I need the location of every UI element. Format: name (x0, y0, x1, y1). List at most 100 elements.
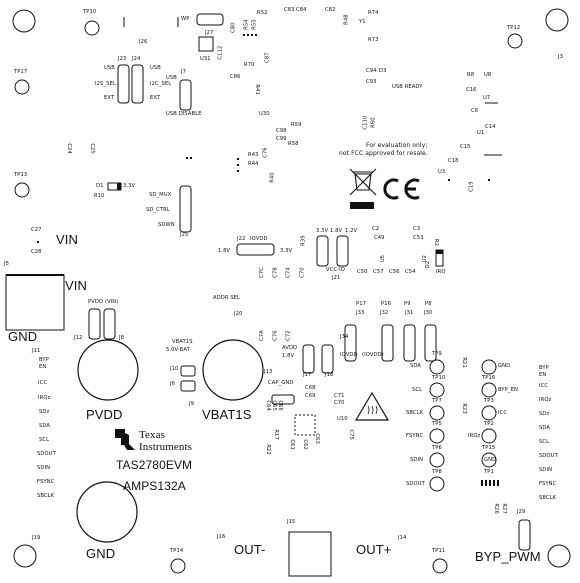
fcc-line2: not FCC approved for resale. (339, 150, 428, 157)
refdes-c25: C25 (88, 143, 95, 154)
addr-sel-label: ADDR SEL (213, 295, 241, 301)
refdes-c70b: C70 (334, 400, 345, 406)
pvdd-label: PVDD (86, 407, 123, 422)
iovdd-label: IOVDD (340, 352, 358, 358)
j6-label: J6 (170, 381, 176, 387)
refdes-r39: R39 (300, 235, 307, 246)
company-line2: Instruments (139, 441, 193, 453)
v33b-label: 3.3V (316, 228, 329, 234)
j17-label: J17 (303, 372, 312, 378)
refdes-r8: R8 (467, 72, 475, 78)
tp6-label: TP6 (432, 445, 442, 451)
refdes-u31: U31 (200, 56, 211, 62)
j5-label: J5 (4, 261, 10, 267)
tp15-label: TP15 (482, 445, 496, 451)
tp-sig-sdout: SDOUT (406, 481, 425, 487)
refdes-c82: C82 (325, 7, 336, 13)
tp-sig-scl: SCL (412, 387, 423, 393)
refdes-c61: C61 (288, 439, 295, 450)
mounting-hole-top-right (545, 8, 569, 32)
j24-label: J24 (132, 56, 141, 62)
right-pin-en: EN (539, 372, 547, 378)
company-line1: Texas (139, 429, 165, 441)
irq-label: IRQ (436, 269, 446, 275)
refdes-c80: C80 (230, 22, 237, 33)
j3-label: J3 (558, 54, 564, 60)
pvdd-vin-label: PVDD (VIN) (88, 299, 119, 305)
refdes-r44: R44 (248, 161, 259, 167)
tp13-label: TP13 (14, 172, 28, 178)
p17-label: P17 (356, 301, 367, 307)
i2s-sel-label: I2S_SEL (95, 81, 116, 87)
wp-label: WP (181, 16, 190, 22)
refdes-c16: C16 (466, 87, 477, 93)
refdes-r22: R22 (264, 444, 271, 455)
vbat1s-sub-label: 5.0V-BAT (166, 347, 190, 353)
v18-label: 1.8V (218, 248, 231, 254)
refdes-c70: C70 (299, 267, 306, 278)
v12-label: 1.2V (345, 228, 358, 234)
tp10-label-right: TP10 (432, 375, 446, 381)
refdes-r10: R10 (94, 193, 105, 199)
avdd-label: AVDD (282, 345, 298, 351)
right-pin-scl: SCL (539, 439, 550, 445)
usb-ready-label: USB READY (392, 84, 423, 90)
testpoint-tp10-top (84, 20, 100, 36)
mounting-hole-bottom-right (547, 544, 571, 568)
refdes-c14: C14 (485, 124, 496, 130)
refdes-d3: D3 (379, 68, 387, 74)
j30-label: J30 (424, 310, 433, 316)
tp2-label: TP2 (484, 421, 494, 427)
j11-pin-irqz: IRQz (38, 395, 51, 401)
j11-pin-en: EN (39, 364, 47, 370)
right-pin-sdout: SDOUT (539, 453, 558, 459)
vbat1s-header-label: VBAT1S (172, 339, 193, 345)
board-part: AMPS132A (123, 479, 186, 493)
testpoint-tp13 (14, 182, 30, 198)
refdes-c76b: C76 (272, 330, 279, 341)
tp-sig-byp-en: BYP_EN (498, 387, 518, 393)
tp1-label: TP1 (484, 469, 494, 475)
refdes-r59: R59 (291, 122, 302, 128)
j11-pin-sbclk: SBCLK (37, 493, 55, 499)
refdes-y1: Y1 (359, 19, 366, 25)
tp-sig-sda: SDA (410, 363, 422, 369)
gnd-label: GND (86, 546, 116, 561)
j11-pin-sdz: SDz (39, 409, 50, 415)
tp-sig-gnd1: GND (498, 363, 511, 369)
byp-pwm-label: BYP_PWM (475, 549, 541, 564)
refdes-c84: C84 (296, 7, 307, 13)
j20-label: J20 (234, 311, 243, 317)
tp10-label: TP10 (83, 9, 97, 15)
j13-label: J13 (264, 369, 273, 375)
refdes-c62: C62 (301, 439, 308, 450)
j11-pin-sda: SDA (39, 423, 51, 429)
refdes-c74: C74 (285, 267, 292, 278)
refdes-c78: C78 (272, 267, 279, 278)
refdes-d1: D1 (96, 183, 104, 189)
refdes-c53: C53 (413, 235, 424, 241)
refdes-c49: C49 (374, 235, 385, 241)
p16-label: P16 (381, 301, 392, 307)
ext2-label: EXT (150, 95, 161, 101)
refdes-c19: C19 (468, 181, 475, 192)
refdes-c86: C86 (230, 74, 241, 80)
j11-pin-sdin: SDIN (37, 465, 51, 471)
j27-label: J27 (205, 30, 214, 36)
j33-label: J33 (356, 310, 365, 316)
refdes-c65: C65 (270, 400, 277, 411)
sdwn-label: SDWN (158, 222, 175, 228)
tp-sig-sbclk: SBCLK (406, 410, 424, 416)
iovdd-j33-label: (IOVDD) (362, 352, 384, 358)
refdes-c87: C87 (264, 52, 271, 63)
tp-sig-irqz: IRQz (468, 433, 481, 439)
refdes-r60: R60 (370, 117, 377, 128)
vin-connector-label: VIN (65, 278, 87, 293)
j26-label: J26 (139, 39, 148, 45)
tp-sig-gnd2: GND (484, 457, 497, 463)
j22-label: J22 (237, 236, 246, 242)
j5-connector (5, 274, 65, 331)
j8-label: J8 (119, 335, 125, 341)
j11-pin-scl: SCL (39, 437, 50, 443)
j15-connector (288, 531, 332, 577)
